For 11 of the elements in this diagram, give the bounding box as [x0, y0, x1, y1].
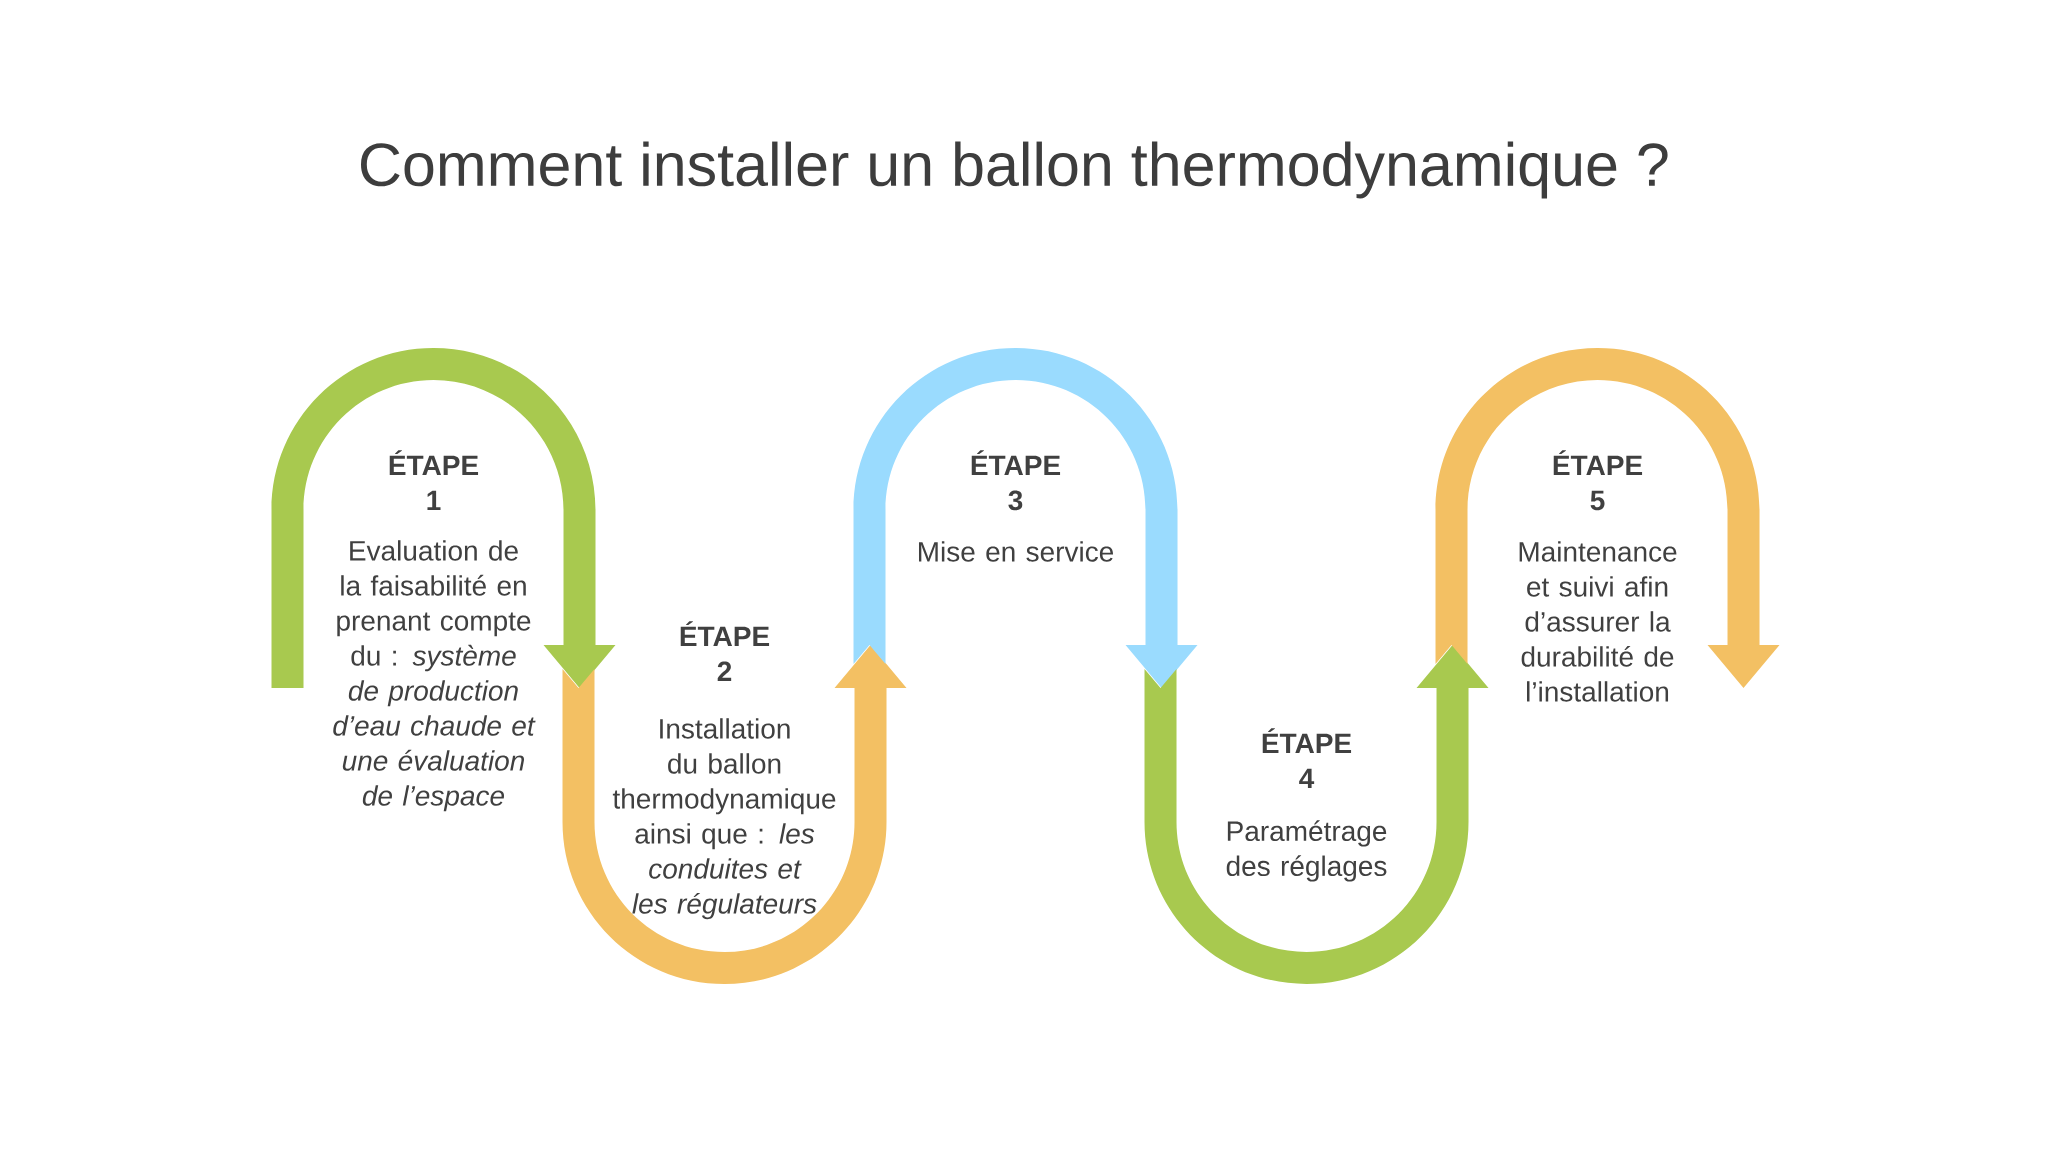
step-description: Installation du ballon thermodynamique ainsi que : les conduites et les régulateurs	[612, 718, 836, 920]
step-description: Mise en service	[919, 541, 1113, 562]
step-description: Paramétrage des réglages	[1226, 820, 1387, 882]
step-heading: ÉTAPE 1	[389, 450, 479, 510]
title: Comment installer un ballon thermodynamique ?	[361, 141, 1668, 199]
step-heading: ÉTAPE 2	[680, 621, 770, 681]
step-description: Maintenance et suivi afin d’assurer la durabilité de l’installation	[1519, 541, 1677, 702]
step-heading: ÉTAPE 3	[971, 450, 1061, 511]
step-heading: ÉTAPE 5	[1553, 450, 1643, 511]
step-heading: ÉTAPE 4	[1262, 728, 1352, 788]
step-description: Evaluation de la faisabilité en prenant compte du : système de production d’eau chaude et une évaluation de l’espace	[333, 540, 536, 812]
